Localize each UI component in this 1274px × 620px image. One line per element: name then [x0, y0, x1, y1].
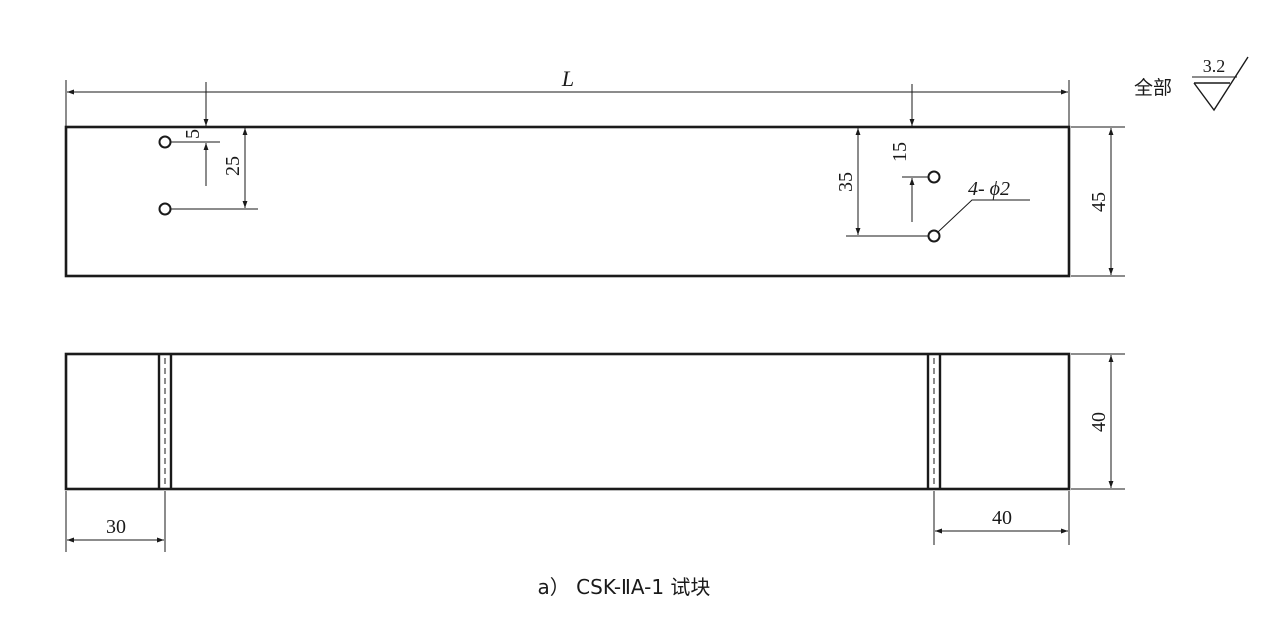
surface-finish-prefix: 全部: [1134, 77, 1172, 99]
side-view-block: [64, 352, 1071, 491]
dimension-label-40-horizontal: 40: [992, 507, 1012, 529]
dimension-label-15: 15: [889, 142, 911, 162]
dimension-label-30: 30: [106, 516, 126, 538]
dimension-label-25: 25: [222, 156, 244, 176]
surface-finish-symbol: [1193, 56, 1249, 112]
hole-callout-label: 4- ϕ2: [968, 178, 1010, 200]
dimension-label-5: 5: [182, 129, 204, 139]
dimension-label-45: 45: [1088, 192, 1110, 212]
hole: [158, 135, 172, 149]
hole: [158, 202, 172, 216]
dimension-label-35: 35: [835, 172, 857, 192]
figure-caption: a） CSK-ⅡA-1 试块: [538, 575, 711, 599]
surface-finish-value: 3.2: [1203, 56, 1226, 76]
dimension-label-length: L: [561, 66, 574, 91]
top-view-block: [64, 125, 1071, 278]
dimension-label-40-vertical: 40: [1088, 412, 1110, 432]
hole: [927, 229, 941, 243]
callout-leader: [937, 199, 1030, 233]
hole: [927, 170, 941, 184]
